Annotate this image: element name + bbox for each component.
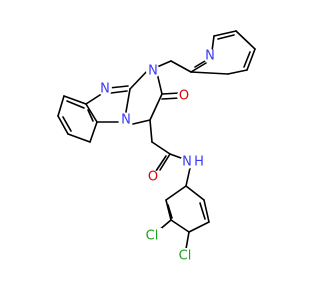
- imidazole-nitrogen-label: N: [100, 82, 110, 97]
- chlorine-3-label: Cl: [146, 229, 159, 244]
- amide-oxygen-label: O: [148, 170, 158, 185]
- oxygen-atom-label: O: [177, 89, 191, 104]
- molecule-structure-diagram: N N N N O O N H: [57, 30, 256, 264]
- oxygen-atom-label: O: [146, 170, 160, 185]
- pyrimidinone-nitrogen-label: N: [148, 64, 158, 79]
- chlorine-atom-label: Cl: [175, 248, 195, 264]
- bridgehead-nitrogen-label: N: [121, 113, 131, 128]
- amide-hydrogen-label: H: [194, 155, 204, 170]
- chlorine-4-label: Cl: [179, 249, 192, 264]
- pyridine-nitrogen-label: N: [205, 49, 215, 64]
- amide-nitrogen-label: N: [182, 155, 192, 170]
- ring-carbonyl-oxygen-label: O: [179, 89, 189, 104]
- chlorine-atom-label: Cl: [142, 228, 162, 244]
- atom-labels: N N N N O O N H: [98, 49, 217, 264]
- nitrogen-atom-label: N: [98, 82, 112, 97]
- nitrogen-atom-label: N: [203, 49, 217, 64]
- nitrogen-atom-label: N: [146, 64, 160, 79]
- hydrogen-atom-label: H: [193, 155, 205, 170]
- nitrogen-atom-label: N: [180, 155, 194, 170]
- nitrogen-atom-label: N: [119, 113, 133, 128]
